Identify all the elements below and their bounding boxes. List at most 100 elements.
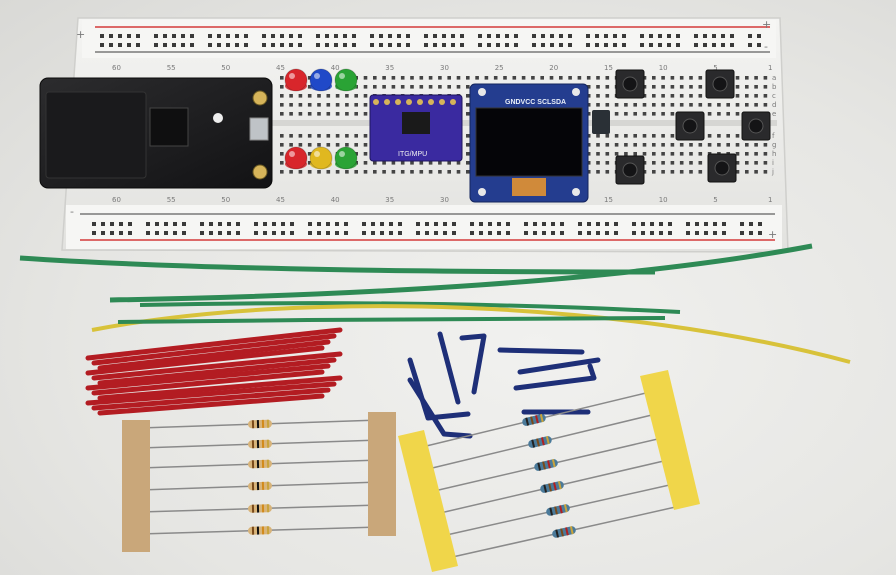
hole <box>698 170 703 174</box>
hole <box>559 76 563 80</box>
hole <box>227 222 231 226</box>
resistor <box>248 459 272 469</box>
hole <box>479 231 483 235</box>
hole <box>745 85 749 89</box>
hole <box>400 76 405 80</box>
hole <box>227 231 231 235</box>
green-wire-1 <box>19 255 656 275</box>
hole <box>271 43 275 47</box>
hole <box>370 34 374 38</box>
hole <box>506 222 510 226</box>
hole <box>745 152 749 156</box>
hole <box>281 231 285 235</box>
hole <box>218 222 222 226</box>
hole <box>181 34 185 38</box>
oled-module: GNDVCC SCLSDA <box>469 83 610 203</box>
hole <box>317 143 321 147</box>
hole <box>721 43 725 47</box>
hole <box>596 231 600 235</box>
hole <box>689 103 693 107</box>
hole <box>218 231 222 235</box>
hole <box>596 170 600 174</box>
hole <box>726 143 730 147</box>
hole <box>686 231 690 235</box>
resistor-band <box>537 462 542 471</box>
mpu-module: ITG/MPU <box>369 94 463 162</box>
hole <box>389 222 393 226</box>
hole <box>488 222 492 226</box>
column-number: 45 <box>276 196 285 204</box>
hole <box>632 222 636 226</box>
resistor <box>248 439 272 449</box>
resistor-strip-right <box>398 370 700 572</box>
row-letter: d <box>772 101 776 109</box>
hole <box>335 103 340 107</box>
hole <box>551 222 555 226</box>
hole <box>307 103 312 107</box>
hole <box>190 34 194 38</box>
hole <box>298 103 303 107</box>
hole <box>735 94 740 98</box>
row-letter: b <box>772 83 777 91</box>
hole <box>541 43 545 47</box>
resistor-band <box>545 435 550 445</box>
hole <box>586 152 591 156</box>
hole <box>758 222 762 226</box>
hole <box>289 143 293 147</box>
hole <box>745 143 749 147</box>
hole <box>371 231 375 235</box>
hole <box>316 34 320 38</box>
column-number: 35 <box>385 64 394 72</box>
hole <box>447 170 451 174</box>
hole <box>379 34 383 38</box>
led-row-bottom <box>284 146 358 170</box>
resistor-band <box>541 437 545 446</box>
hole <box>689 143 693 147</box>
hole <box>532 43 536 47</box>
oled-screen <box>475 107 583 177</box>
hole <box>670 103 675 107</box>
led <box>334 146 358 170</box>
hole <box>262 43 266 47</box>
blue-wire-bundle <box>407 331 601 439</box>
hole <box>604 34 608 38</box>
hole <box>289 34 293 38</box>
switch-button <box>682 118 698 134</box>
red-wire <box>85 345 325 376</box>
hole <box>380 222 384 226</box>
blue-wire <box>459 333 487 395</box>
blue-wire <box>407 377 473 439</box>
hole <box>689 94 693 98</box>
hole <box>410 85 414 89</box>
hole <box>316 43 320 47</box>
hole <box>652 112 656 116</box>
hole <box>670 112 675 116</box>
hole <box>317 134 321 138</box>
led <box>284 146 308 170</box>
hole <box>749 222 753 226</box>
hole <box>487 43 491 47</box>
hole <box>605 152 610 156</box>
red-wire <box>97 339 331 371</box>
hole <box>298 143 303 147</box>
hole <box>298 134 303 138</box>
hole <box>505 34 509 38</box>
hole <box>506 231 510 235</box>
wifi-module <box>45 91 147 179</box>
row-letter: h <box>772 150 776 158</box>
hole <box>661 85 665 89</box>
hole <box>354 112 358 116</box>
green-wire-4 <box>117 316 666 324</box>
resistor-band <box>261 526 265 535</box>
hole <box>586 85 591 89</box>
hole <box>442 34 446 38</box>
hole <box>352 43 356 47</box>
hole <box>155 231 159 235</box>
hole <box>533 231 537 235</box>
hole <box>478 34 482 38</box>
hole <box>118 34 122 38</box>
hole <box>596 161 600 165</box>
blue-wire <box>513 363 597 391</box>
